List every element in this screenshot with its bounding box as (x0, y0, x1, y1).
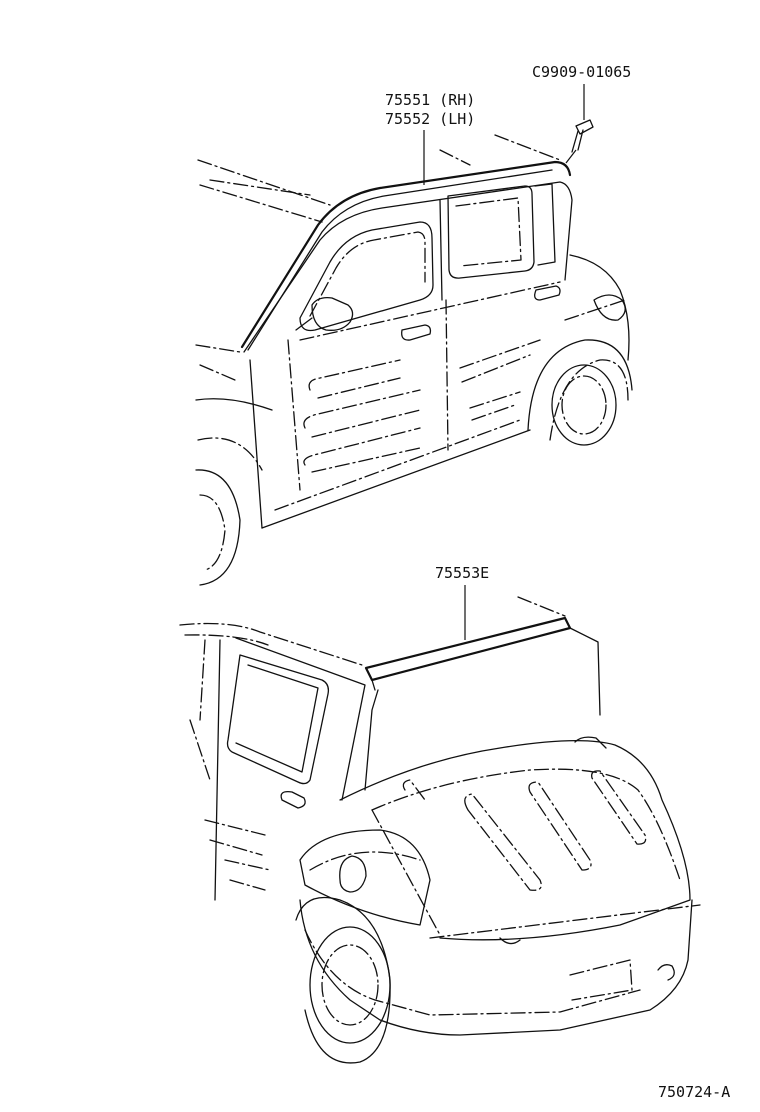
callout-clip-part-number: C9909-01065 (532, 63, 631, 81)
clip-icon (571, 119, 594, 153)
callout-front-molding-lh: 75552 (LH) (385, 110, 475, 128)
callout-front-molding-rh: 75551 (RH) (385, 91, 475, 109)
rear-window (447, 185, 535, 279)
rear-view-wheel (309, 926, 391, 1044)
rear-wheel-arch (527, 339, 633, 431)
side-mirror (311, 297, 354, 331)
rear-bumper (299, 899, 693, 1036)
callout-rear-molding: 75553E (435, 564, 489, 582)
rear-lamp (299, 829, 431, 926)
roof-molding-front (240, 160, 572, 349)
tailgate (339, 740, 691, 941)
figure-code: 750724-A (658, 1083, 730, 1101)
rear-roof-molding (364, 616, 572, 682)
front-side-view (195, 134, 633, 586)
front-window (299, 221, 434, 332)
rear-wheel (551, 364, 617, 446)
side-rear-window (226, 654, 330, 785)
rear-view (179, 596, 701, 1064)
front-door-handle (401, 324, 432, 341)
rear-door-handle (534, 285, 561, 301)
